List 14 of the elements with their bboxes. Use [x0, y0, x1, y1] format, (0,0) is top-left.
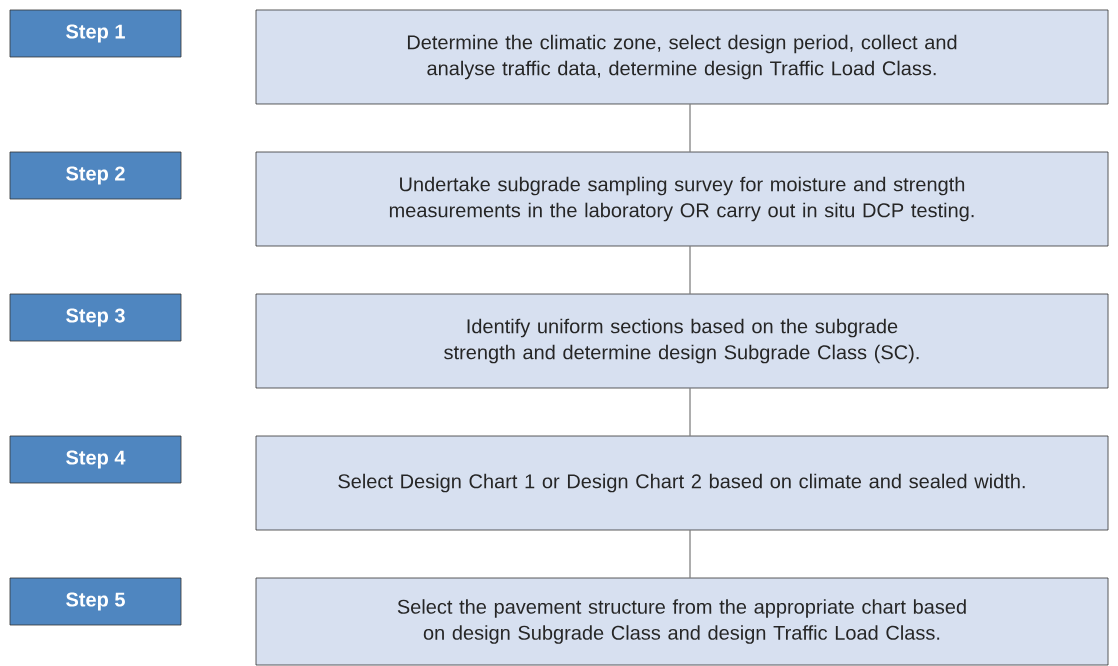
- process-box: Identify uniform sections based on the subgrade strength and determine design Subgrade Class (SC).: [255, 293, 1109, 389]
- step-tag: Step 3: [9, 293, 182, 342]
- connector-line: [689, 388, 691, 436]
- step-tag: Step 1: [9, 9, 182, 58]
- step-tag: Step 4: [9, 435, 182, 484]
- connector-line: [689, 104, 691, 152]
- process-box: Select Design Chart 1 or Design Chart 2 based on climate and sealed width.: [255, 435, 1109, 531]
- process-box: Determine the climatic zone, select design period, collect and analyse traffic data, determine design Traffic Load Class.: [255, 9, 1109, 105]
- step-tag: Step 2: [9, 151, 182, 200]
- process-box: Select the pavement structure from the appropriate chart based on design Subgrade Class and design Traffic Load Class.: [255, 577, 1109, 666]
- connector-line: [689, 530, 691, 578]
- process-box: Undertake subgrade sampling survey for moisture and strength measurements in the laboratory OR carry out in situ DCP testing.: [255, 151, 1109, 247]
- step-tag: Step 5: [9, 577, 182, 626]
- connector-line: [689, 246, 691, 294]
